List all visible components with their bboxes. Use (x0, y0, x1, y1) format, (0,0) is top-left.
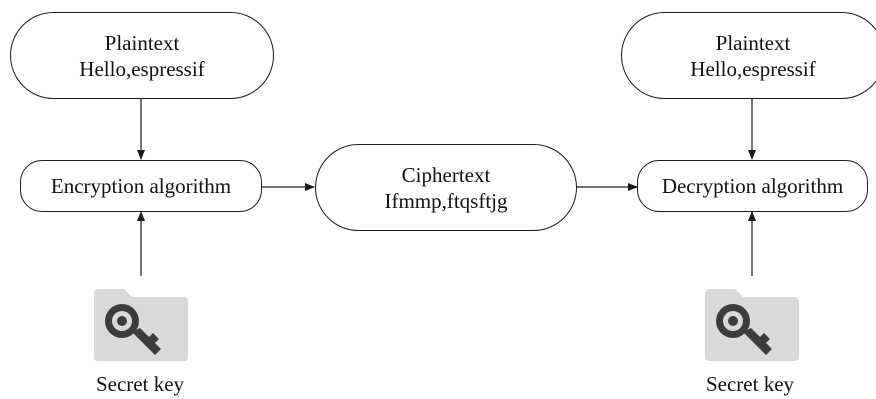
plaintext-left-node: Plaintext Hello,espressif (10, 12, 274, 99)
plaintext-right-node: Plaintext Hello,espressif (621, 12, 876, 99)
ciphertext-node: Ciphertext Ifmmp,ftqsftjg (315, 144, 577, 231)
plaintext-right-value: Hello,espressif (690, 56, 816, 81)
secret-key-right-label: Secret key (705, 372, 795, 396)
encryption-algorithm-label: Encryption algorithm (50, 174, 232, 198)
plaintext-left-title: Plaintext (104, 30, 180, 55)
key-folder-icon (94, 289, 188, 361)
key-folder-icon (705, 289, 799, 361)
decryption-algorithm-node: Decryption algorithm (637, 160, 868, 212)
decryption-algorithm-label: Decryption algorithm (661, 174, 844, 198)
ciphertext-title: Ciphertext (401, 162, 491, 187)
ciphertext-value: Ifmmp,ftqsftjg (384, 188, 508, 213)
secret-key-left-label: Secret key (95, 372, 185, 396)
encryption-algorithm-node: Encryption algorithm (20, 160, 262, 212)
plaintext-left-value: Hello,espressif (79, 56, 205, 81)
plaintext-right-title: Plaintext (715, 30, 791, 55)
